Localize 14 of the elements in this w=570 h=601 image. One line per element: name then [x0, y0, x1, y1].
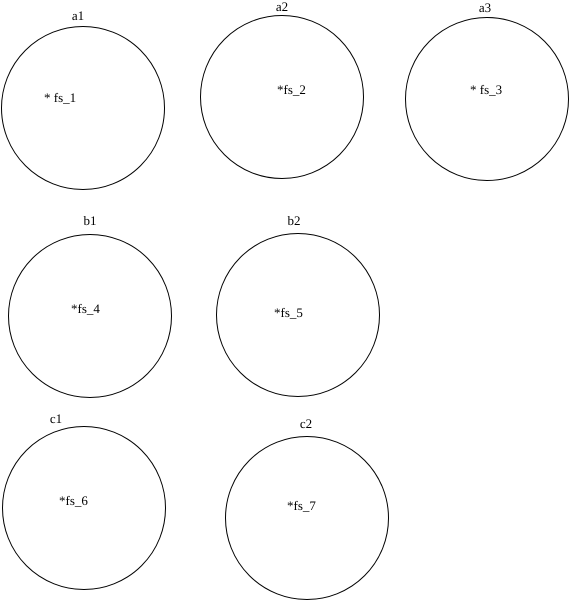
- node-text: *fs_7: [287, 499, 316, 513]
- node-text: *fs_4: [71, 302, 100, 316]
- node-text: * fs_1: [44, 91, 76, 105]
- circle-label: c2: [300, 417, 312, 431]
- circle-label: b1: [84, 214, 96, 228]
- circle-label: b2: [288, 214, 300, 228]
- node-text: *fs_5: [274, 306, 303, 320]
- circle-label: a2: [276, 0, 288, 14]
- node-text: *fs_2: [277, 83, 306, 97]
- circle-label: c1: [50, 412, 62, 426]
- circle-label: a1: [72, 9, 84, 23]
- node-text: * fs_3: [470, 83, 502, 97]
- node-text: *fs_6: [59, 494, 88, 508]
- circle-label: a3: [478, 1, 492, 15]
